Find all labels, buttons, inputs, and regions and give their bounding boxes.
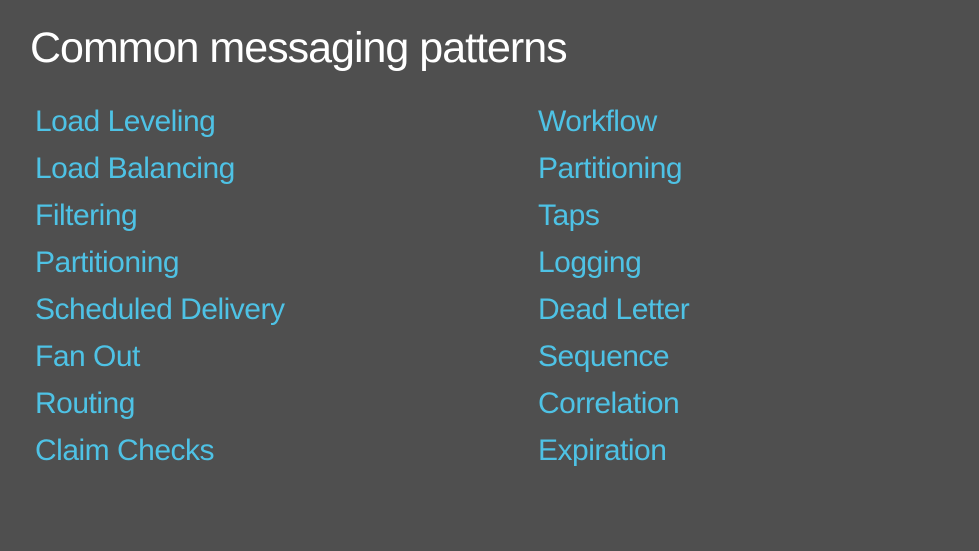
pattern-item-filtering: Filtering (35, 199, 138, 232)
pattern-column-left: Load Leveling Load Balancing Filtering P… (35, 98, 538, 474)
pattern-item-scheduled-delivery: Scheduled Delivery (35, 293, 285, 326)
pattern-item-load-leveling: Load Leveling (35, 105, 216, 138)
pattern-item-partitioning-right: Partitioning (538, 152, 683, 185)
pattern-item-taps: Taps (538, 199, 600, 232)
pattern-item-dead-letter: Dead Letter (538, 293, 690, 326)
slide-title: Common messaging patterns (30, 24, 568, 72)
pattern-item-correlation: Correlation (538, 387, 680, 420)
pattern-item-load-balancing: Load Balancing (35, 152, 235, 185)
pattern-item-sequence: Sequence (538, 340, 670, 373)
pattern-item-routing: Routing (35, 387, 135, 420)
pattern-item-logging: Logging (538, 246, 642, 279)
pattern-item-partitioning-left: Partitioning (35, 246, 180, 279)
pattern-item-workflow: Workflow (538, 105, 657, 138)
pattern-column-right: Workflow Partitioning Taps Logging Dead … (538, 98, 938, 474)
pattern-item-expiration: Expiration (538, 434, 667, 467)
pattern-columns: Load Leveling Load Balancing Filtering P… (35, 98, 945, 474)
pattern-item-claim-checks: Claim Checks (35, 434, 215, 467)
pattern-item-fan-out: Fan Out (35, 340, 140, 373)
